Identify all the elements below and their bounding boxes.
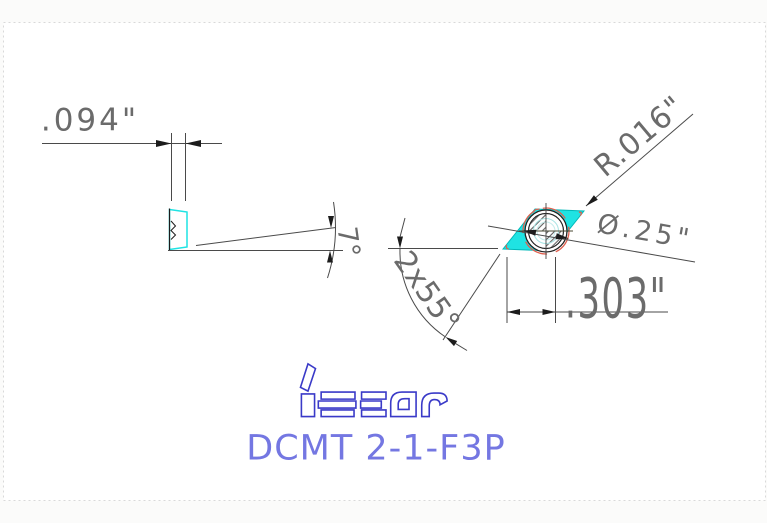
logo-letter-s: [317, 391, 357, 418]
dimension-inscribed-circle: [487, 225, 696, 263]
arrowhead: [586, 195, 598, 206]
thickness-dimension-label: .094": [40, 102, 140, 139]
logo-letter-i: [300, 393, 316, 418]
product-code: DCMT 2-1-F3P: [246, 428, 506, 469]
arrowhead: [507, 309, 520, 315]
side-view: [42, 133, 343, 279]
front-view: [388, 113, 696, 351]
center-hole: [519, 203, 573, 259]
edge-length-label: .303": [564, 266, 668, 331]
dimension-corner-angle: [388, 217, 501, 351]
brand-logo: [299, 362, 448, 418]
logo-letter-c: [359, 391, 387, 418]
arrowhead: [185, 140, 201, 147]
dimension-clearance-angle: [168, 201, 343, 279]
chipbreaker-profile: [170, 220, 177, 240]
dimension-thickness: [42, 133, 222, 201]
drawing-sheet: [3, 22, 766, 501]
arrowhead: [397, 236, 403, 249]
insert-side-profile: [168, 208, 188, 251]
clearance-angle-label: 7°: [330, 224, 366, 260]
dimension-corner-radius: [585, 113, 694, 207]
logo-i-diamond: [299, 362, 317, 393]
logo-letter-r: [420, 392, 448, 418]
arrowhead: [542, 309, 556, 315]
dimension-edge-length: [506, 257, 668, 323]
arrowhead: [156, 140, 172, 147]
drawing-border: [3, 22, 766, 501]
arrowhead: [523, 229, 537, 236]
logo-letter-a: [389, 391, 417, 418]
arrowhead: [328, 216, 334, 228]
arrowhead: [445, 337, 458, 347]
arrowhead: [555, 233, 569, 240]
arrowhead: [327, 250, 333, 263]
